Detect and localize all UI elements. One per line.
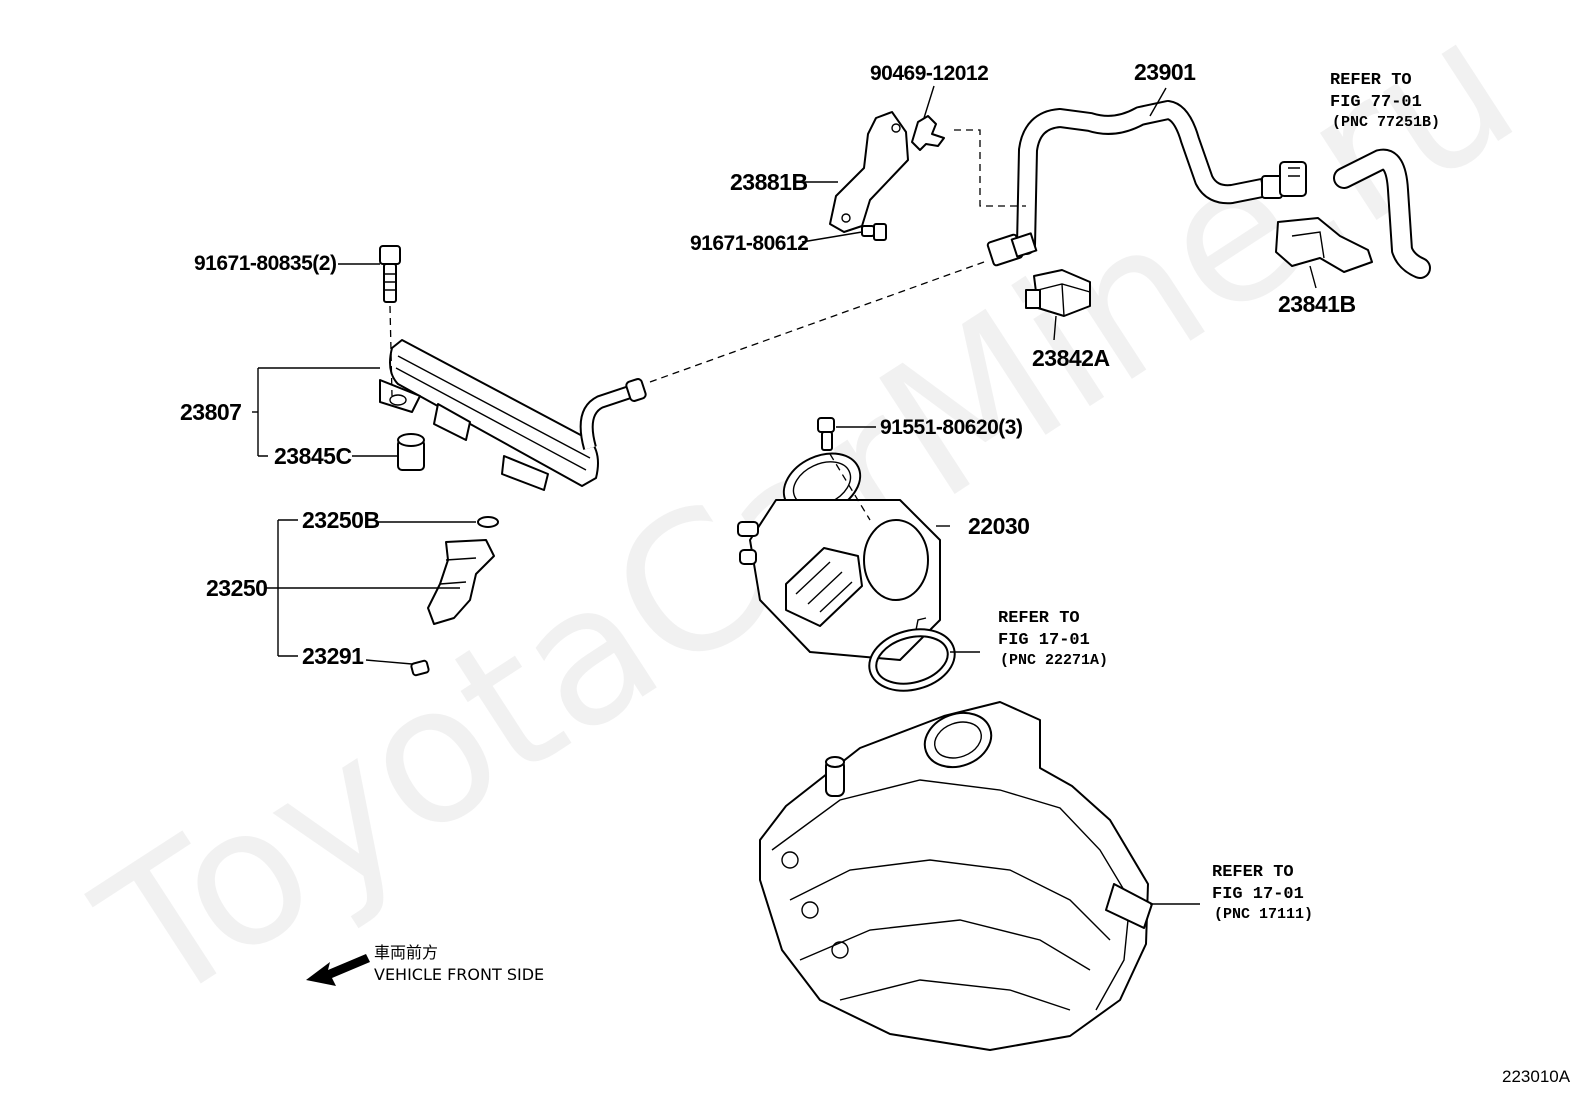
refer-line1: REFER TO: [1330, 71, 1412, 90]
refer-line2: FIG 17-01: [1212, 885, 1304, 904]
refer-line3: (PNC 17111): [1214, 906, 1313, 923]
label-23901: 23901: [1134, 59, 1196, 85]
gasket-22271a-drawing: [868, 617, 956, 692]
label-91671-80835: 91671-80835(2): [194, 252, 336, 275]
label-23842a: 23842A: [1032, 345, 1110, 371]
label-23250: 23250: [206, 575, 267, 601]
clamp-23841b-drawing: [1275, 217, 1373, 273]
refer-line3: (PNC 77251B): [1332, 114, 1440, 131]
label-22030: 22030: [968, 513, 1029, 539]
refer-block-22271a: REFER TO FIG 17-01 (PNC 22271A): [998, 609, 1108, 669]
vehicle-front-indicator: 車両前方 VEHICLE FRONT SIDE: [306, 943, 544, 986]
front-label-jp: 車両前方: [374, 943, 438, 962]
refer-line2: FIG 17-01: [998, 631, 1090, 650]
refer-line1: REFER TO: [998, 609, 1080, 628]
bolt-91671-80835-drawing: [379, 245, 401, 303]
part-labels: 90469-12012 23901 23881B 91671-80612 916…: [180, 59, 1356, 669]
refer-line2: FIG 77-01: [1330, 93, 1422, 112]
refer-line3: (PNC 22271A): [1000, 652, 1108, 669]
arrow-left-down-icon: [306, 954, 370, 986]
label-23881b: 23881B: [730, 169, 808, 195]
refer-hose-77-01-drawing: [1333, 148, 1431, 279]
fuel-rail-23807-drawing: [379, 339, 647, 491]
label-23807: 23807: [180, 399, 241, 425]
injector-23250-drawing: [410, 516, 499, 677]
spacer-23845c-drawing: [397, 433, 425, 471]
bolt-91671-80612-drawing: [861, 223, 887, 241]
label-23845c: 23845C: [274, 443, 352, 469]
label-23250b: 23250B: [302, 507, 380, 533]
refer-block-17111: REFER TO FIG 17-01 (PNC 17111): [1212, 863, 1313, 923]
connector-23842a-drawing: [1025, 269, 1091, 317]
label-90469-12012: 90469-12012: [870, 62, 988, 85]
front-label-en: VEHICLE FRONT SIDE: [374, 965, 544, 984]
refer-line1: REFER TO: [1212, 863, 1294, 882]
label-91671-80612: 91671-80612: [690, 232, 808, 255]
clip-90469-drawing: [911, 115, 945, 151]
leader-lines: [252, 85, 1317, 905]
bolt-91551-80620-drawing: [817, 417, 835, 451]
fuel-hose-23901-drawing: [986, 100, 1307, 267]
refer-block-77-01: REFER TO FIG 77-01 (PNC 77251B): [1330, 71, 1440, 131]
label-23841b: 23841B: [1278, 291, 1356, 317]
intake-manifold-drawing: [759, 701, 1153, 1051]
label-23291: 23291: [302, 643, 364, 669]
throttle-body-22030-drawing: [737, 452, 941, 661]
label-91551-80620: 91551-80620(3): [880, 416, 1022, 439]
figure-id: 223010A: [1502, 1067, 1571, 1086]
bracket-23881b-drawing: [829, 111, 909, 233]
